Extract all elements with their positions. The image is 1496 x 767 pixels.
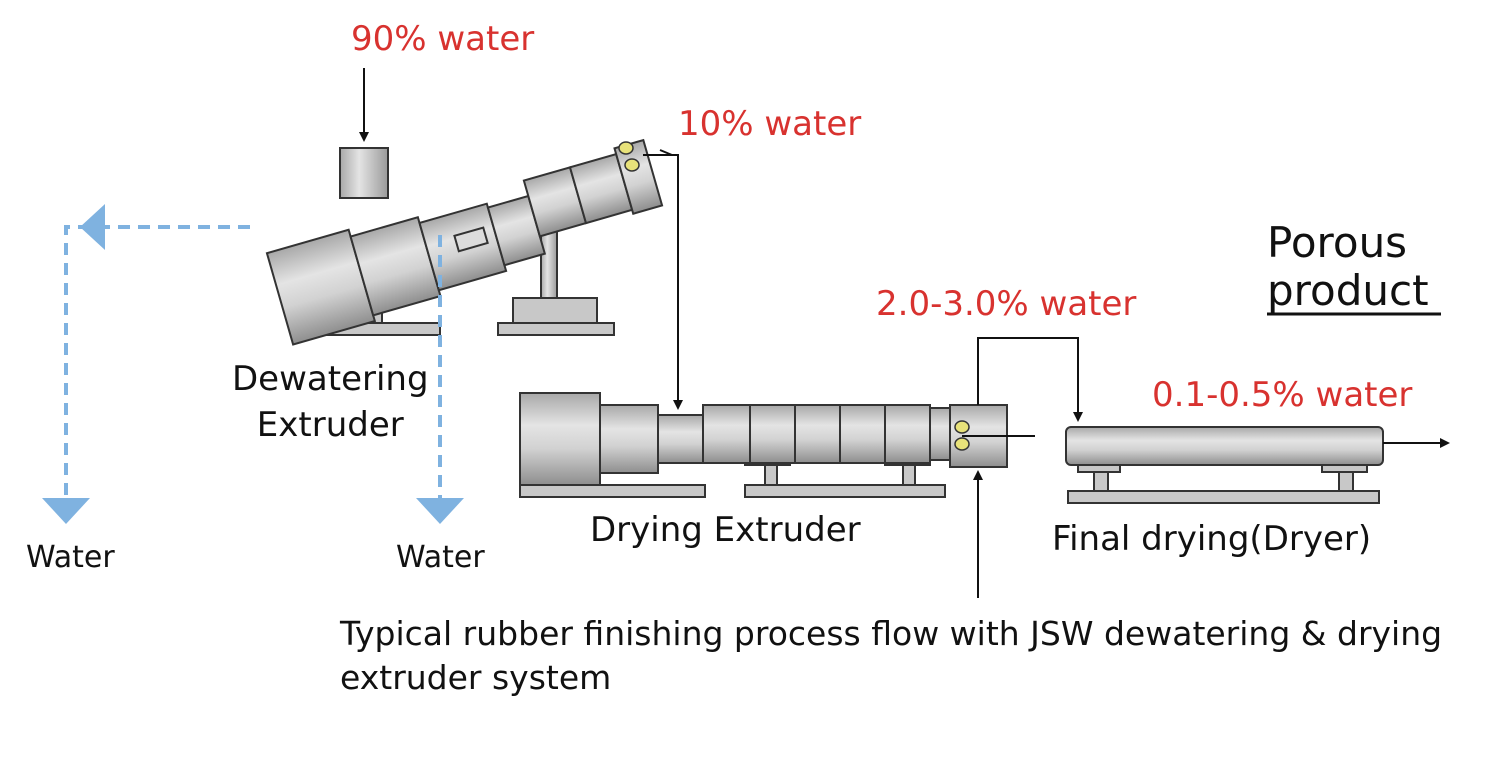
drying-barrel-base xyxy=(744,484,946,498)
dewatering-die-hole-2 xyxy=(624,158,640,172)
water-mid-arrowhead xyxy=(416,498,464,524)
label-dewatering-extruder: Dewatering Extruder xyxy=(232,359,429,445)
label-10-water: 10% water xyxy=(678,104,862,144)
water-arrowheads xyxy=(42,204,464,524)
transfer-arrow-2-3 xyxy=(977,337,1083,422)
label-porous-line2: product xyxy=(1267,266,1429,315)
dewatering-foot-right xyxy=(512,297,598,324)
label-01-05-water: 0.1-0.5% water xyxy=(1152,375,1413,415)
label-porous-line1: Porous xyxy=(1267,218,1408,267)
drying-die-hole-1 xyxy=(954,420,970,434)
label-drying-extruder: Drying Extruder xyxy=(590,510,861,550)
drying-die-hole-2 xyxy=(954,437,970,451)
dryer-body xyxy=(1065,426,1384,466)
dewatering-base-right xyxy=(497,322,615,336)
dryer-base xyxy=(1067,490,1380,504)
label-water-mid: Water xyxy=(396,540,485,575)
process-flow-arrows xyxy=(359,68,1450,598)
dewatering-hopper xyxy=(339,147,389,199)
label-final-drying: Final drying(Dryer) xyxy=(1052,519,1372,559)
water-flow-left xyxy=(64,225,250,500)
drying-motor xyxy=(519,392,601,486)
label-2-3-water: 2.0-3.0% water xyxy=(876,284,1137,324)
label-water-left: Water xyxy=(26,540,115,575)
drying-motor-base xyxy=(519,484,706,498)
drying-extruder-machine xyxy=(519,392,1008,498)
dewatering-extruder-machine xyxy=(265,138,664,346)
water-left-arrowhead-top xyxy=(80,204,105,250)
label-90-water: 90% water xyxy=(351,19,535,59)
drying-gearbox xyxy=(599,404,659,474)
water-discharge-flows xyxy=(64,225,442,500)
transfer-arrow-10 xyxy=(643,154,683,410)
diagram-caption: Typical rubber finishing process flow wi… xyxy=(340,614,1443,697)
final-dryer-machine xyxy=(1065,426,1384,504)
water-left-arrowhead xyxy=(42,498,90,524)
dewatering-die-hole-1 xyxy=(618,141,634,155)
